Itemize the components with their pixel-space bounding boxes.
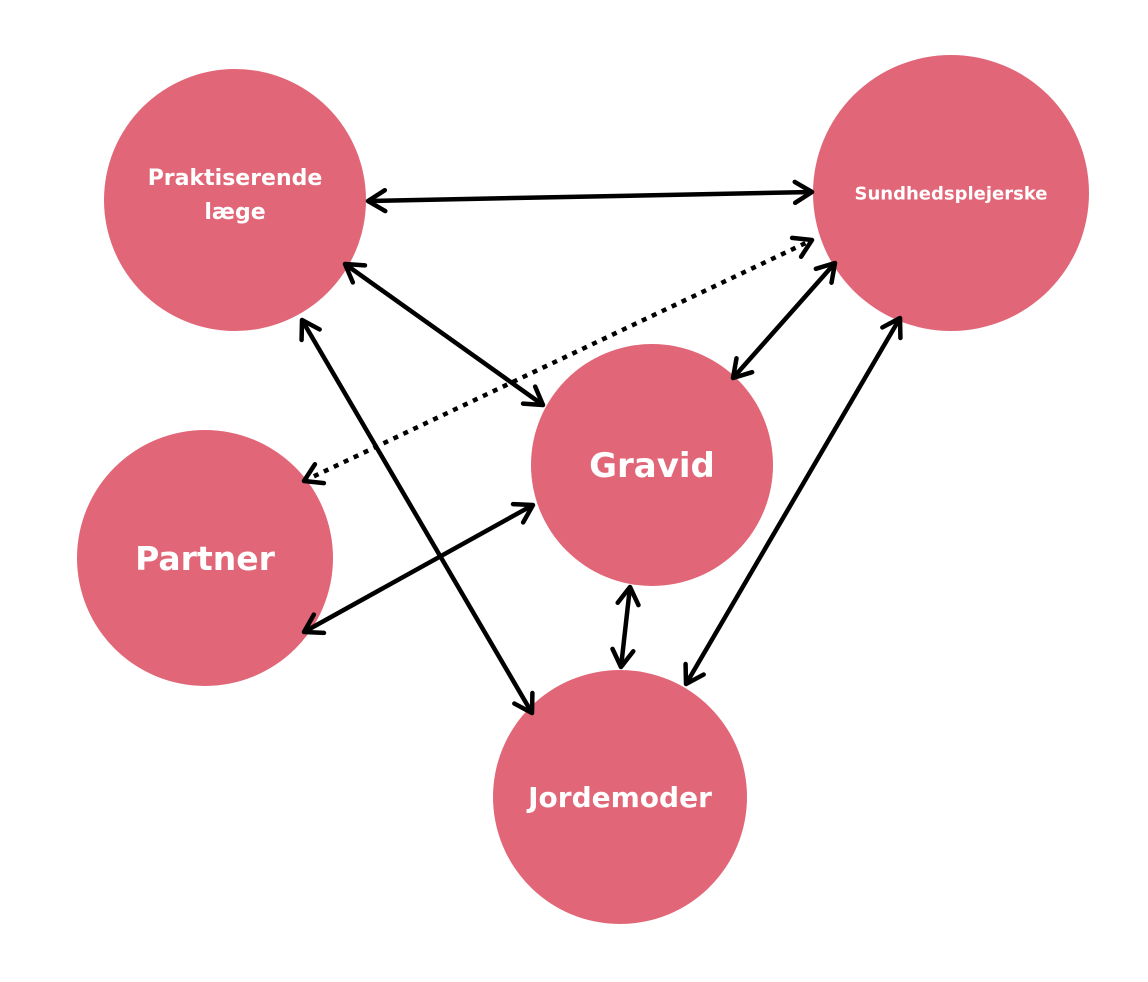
node-laege: Praktiserende læge (104, 69, 366, 331)
node-label: Sundhedsplejerske (854, 183, 1047, 204)
arrowhead-icon (730, 260, 838, 381)
edge-line (731, 261, 837, 380)
node-label: læge (204, 200, 265, 225)
arrowhead-icon (683, 315, 903, 687)
edge-laege-jordemoder (299, 317, 535, 716)
edge-line (684, 316, 902, 686)
edge-laege-gravid (342, 261, 546, 408)
edge-line (302, 503, 535, 634)
edge-jordemoder-sundhed (683, 315, 903, 687)
edge-partner-gravid (301, 501, 536, 636)
arrowhead-icon (299, 317, 535, 716)
arrowhead-icon (301, 501, 536, 636)
edge-line (300, 318, 534, 715)
node-jordemoder: Jordemoder (493, 670, 747, 924)
node-gravid: Gravid (531, 344, 773, 586)
edge-gravid-jordemoder (610, 584, 641, 670)
arrowhead-icon (610, 584, 641, 670)
edge-line (343, 262, 545, 407)
node-circle (531, 344, 773, 586)
node-circle (493, 670, 747, 924)
arrowhead-icon (342, 261, 546, 408)
node-circle (104, 69, 366, 331)
edge-gravid-sundhed (730, 260, 838, 381)
node-circle (813, 55, 1089, 331)
node-label: Jordemoder (526, 781, 712, 814)
edge-laege-sundhed (365, 179, 815, 214)
edge-line (367, 189, 813, 204)
node-partner: Partner (77, 430, 333, 686)
edge-line (618, 586, 633, 668)
arrowhead-icon (301, 235, 815, 486)
node-sundhed: Sundhedsplejerske (813, 55, 1089, 331)
node-label: Partner (135, 539, 275, 578)
edge-partner-sundhed (301, 235, 815, 486)
node-label: Gravid (589, 446, 715, 486)
arrowhead-icon (365, 179, 815, 214)
node-circle (77, 430, 333, 686)
node-label: Praktiserende (148, 166, 323, 191)
